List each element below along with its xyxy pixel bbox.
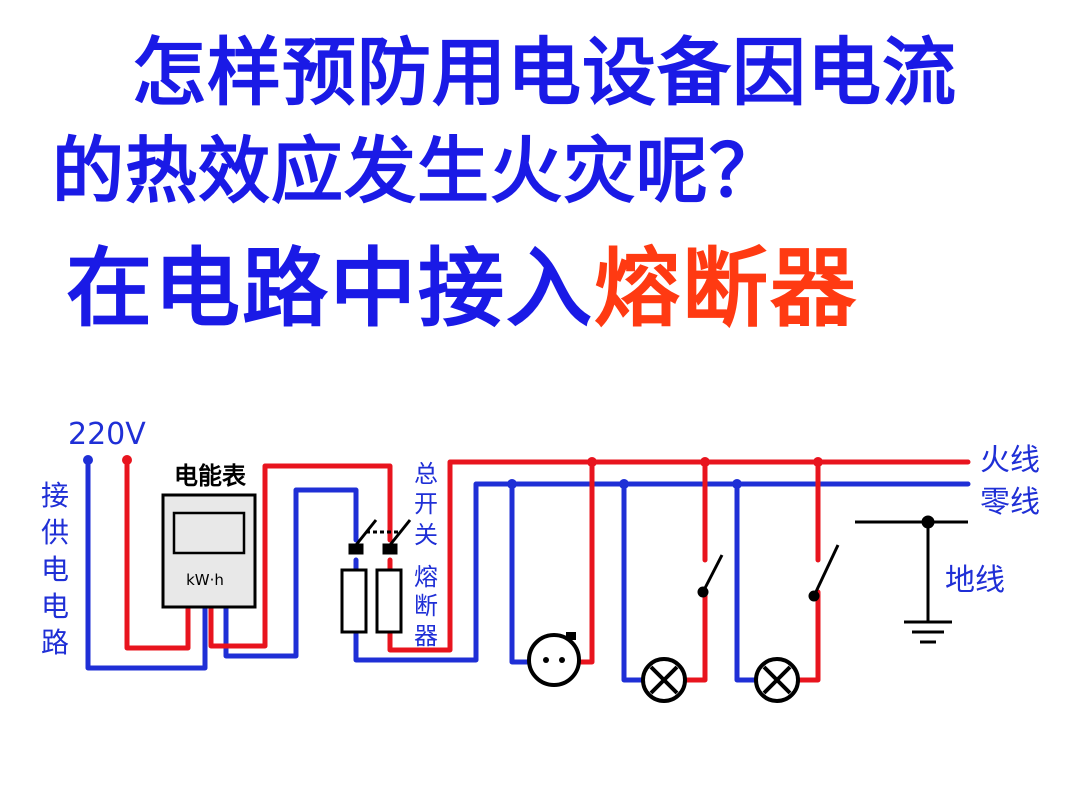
fuses — [340, 568, 403, 634]
fuse-label-char: 断 — [414, 592, 438, 620]
neutral-wire-label: 零线 — [980, 485, 1040, 520]
main-switch-label-char: 开 — [414, 490, 438, 518]
fuse-label-char: 熔 — [414, 563, 438, 591]
socket-ground-pin — [566, 632, 576, 640]
main-switch-label: 总 开 关 — [414, 460, 438, 549]
socket — [527, 632, 581, 687]
fuse-right — [375, 568, 403, 634]
lamp-1 — [641, 657, 687, 703]
meter-to-switch-live-wire — [208, 463, 393, 649]
main-switch-label-char: 总 — [414, 460, 438, 488]
meter-unit: kW·h — [186, 571, 224, 589]
lamp1-live-wire-bottom — [683, 589, 708, 683]
fuse-label: 熔 断 器 — [414, 563, 438, 650]
energy-meter: kW·h — [161, 493, 257, 609]
ground-symbol — [855, 515, 968, 644]
meter-display — [172, 511, 246, 555]
meter-label: 电能表 — [174, 462, 247, 490]
main-switch — [348, 519, 412, 555]
lamp1-neutral-wire — [621, 481, 649, 683]
live-junction — [813, 457, 823, 467]
supply-label-char: 供 — [41, 516, 69, 549]
switch-contact-right — [382, 543, 398, 555]
supply-neutral-wire — [85, 457, 208, 671]
ground-wire-label: 地线 — [945, 563, 1005, 598]
junction-dots — [507, 457, 823, 489]
title-line-2: 的热效应发生火灾呢？ — [52, 129, 783, 213]
socket-live-wire — [577, 459, 595, 665]
supply-label-char: 接 — [41, 479, 69, 512]
lamp2-cross — [762, 665, 792, 695]
answer-highlight: 熔断器 — [594, 239, 858, 339]
lamp2-live-wire-bottom — [795, 589, 821, 683]
lamp-switches — [697, 544, 840, 602]
answer-prefix: 在电路中接入 — [66, 239, 594, 339]
supply-label: 接 供 电 电 路 — [41, 479, 69, 659]
socket-hole — [559, 657, 565, 663]
supply-label-char: 电 — [41, 590, 69, 623]
live-terminal — [122, 455, 132, 465]
neutral-junction — [619, 479, 629, 489]
neutral-terminal — [83, 455, 93, 465]
title-line-1: 怎样预防用电设备因电流 — [132, 30, 957, 116]
answer-line: 在电路中接入熔断器 — [66, 246, 858, 332]
live-junction — [700, 457, 710, 467]
fuse-label-char: 器 — [414, 622, 438, 650]
supply-label-char: 电 — [41, 553, 69, 586]
socket-neutral-wire — [509, 481, 531, 665]
live-wire-label: 火线 — [980, 443, 1040, 478]
lamp1-switch-blade — [701, 554, 724, 593]
lamp1-switch-pivot — [697, 586, 709, 598]
supply-live-wire — [124, 457, 191, 651]
socket-body — [527, 633, 581, 687]
switch-blade-right — [388, 519, 412, 546]
socket-hole — [543, 657, 549, 663]
live-junction — [587, 457, 597, 467]
neutral-junction — [507, 479, 517, 489]
voltage-label: 220V — [68, 417, 146, 452]
neutral-junction — [732, 479, 742, 489]
lamp2-neutral-wire — [734, 481, 761, 683]
switch-contact-left — [348, 543, 364, 555]
lamp2-switch-blade — [812, 544, 840, 597]
supply-label-char: 路 — [41, 626, 69, 659]
main-switch-label-char: 关 — [414, 521, 438, 549]
lamp2-switch-pivot — [808, 590, 820, 602]
lamp-2 — [754, 657, 800, 703]
fuse-left — [340, 568, 368, 634]
lamp1-cross — [649, 665, 679, 695]
